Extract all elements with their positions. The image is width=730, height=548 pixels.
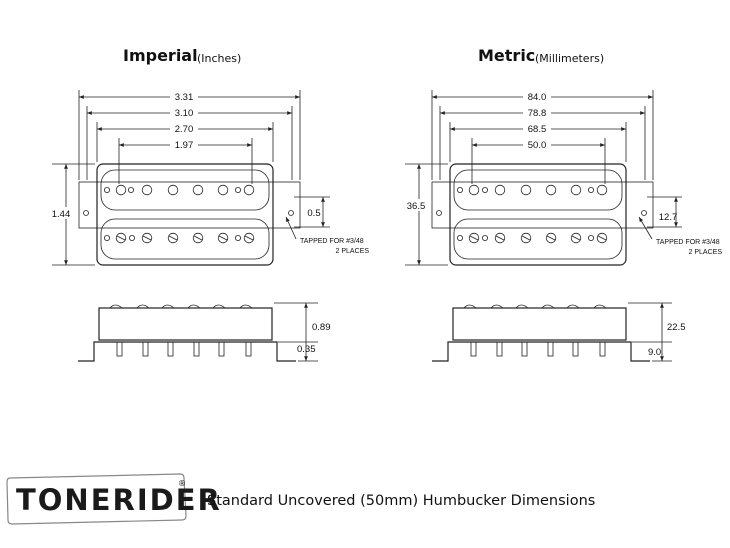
imperial-subtitle: (Inches) bbox=[197, 52, 241, 65]
imperial-title: Imperial bbox=[123, 46, 198, 65]
imperial-pole-slug bbox=[115, 184, 127, 196]
metric-screw-spacing: 12.7 bbox=[659, 212, 678, 223]
imperial-bobbin-top bbox=[100, 169, 270, 211]
metric-pole-pins bbox=[470, 341, 606, 357]
imperial-mounting-plate bbox=[78, 181, 301, 229]
imperial-side-height: 0.89 bbox=[312, 322, 331, 333]
metric-width-pole-spacing: 50.0 bbox=[528, 140, 547, 151]
metric-pole-screws bbox=[456, 232, 608, 244]
metric-pole-slug bbox=[494, 184, 506, 196]
metric-bobbin-top bbox=[453, 169, 623, 211]
imperial-mount-hole-left bbox=[83, 210, 89, 216]
imperial-width-frame: 2.70 bbox=[175, 124, 194, 135]
metric-small-hole bbox=[456, 186, 463, 193]
metric-tapped-note: TAPPED FOR #3/48 bbox=[656, 239, 720, 246]
metric-width-mount-holes: 78.8 bbox=[528, 108, 547, 119]
imperial-screw-spacing: 0.5 bbox=[307, 208, 320, 219]
metric-bobbin-bottom bbox=[453, 218, 623, 260]
metric-subtitle: (Millimeters) bbox=[535, 52, 604, 65]
metric-bobbin-body bbox=[452, 307, 627, 341]
imperial-width-overall: 3.31 bbox=[175, 92, 194, 103]
imperial-pole-slug bbox=[192, 184, 204, 196]
imperial-tapped-note-places: 2 PLACES bbox=[336, 248, 370, 255]
metric-side-view: 22.5 9.0 bbox=[432, 302, 686, 362]
tonerider-logo-icon: TONERIDER ® bbox=[6, 473, 222, 525]
metric-pole-slug bbox=[520, 184, 532, 196]
imperial-leg-height: 0.35 bbox=[297, 344, 316, 355]
imperial-width-mount-holes: 3.10 bbox=[175, 108, 194, 119]
metric-small-hole bbox=[481, 186, 488, 193]
registered-mark: ® bbox=[178, 479, 186, 488]
metric-pickup-frame bbox=[449, 163, 627, 266]
metric-mounting-plate bbox=[431, 181, 654, 229]
metric-panel: Metric (Millimeters) bbox=[403, 46, 723, 362]
imperial-bobbin-bottom bbox=[100, 218, 270, 260]
imperial-small-hole bbox=[127, 186, 134, 193]
imperial-pole-slug bbox=[167, 184, 179, 196]
metric-tapped-note-places: 2 PLACES bbox=[689, 249, 723, 256]
imperial-bobbin-body bbox=[98, 307, 273, 341]
metric-title: Metric bbox=[478, 46, 535, 65]
imperial-pole-slug bbox=[217, 184, 229, 196]
metric-baseplate bbox=[432, 341, 650, 362]
metric-pole-slug bbox=[596, 184, 608, 196]
metric-width-overall: 84.0 bbox=[528, 92, 547, 103]
imperial-width-pole-spacing: 1.97 bbox=[175, 140, 194, 151]
metric-pole-slug bbox=[468, 184, 480, 196]
metric-pole-slug bbox=[570, 184, 582, 196]
imperial-height: 1.44 bbox=[52, 209, 71, 220]
imperial-panel: Imperial (Inches) bbox=[48, 46, 370, 362]
metric-small-hole bbox=[588, 186, 595, 193]
imperial-baseplate bbox=[78, 341, 296, 362]
imperial-top-view: 3.31 3.10 2.70 1.97 1.44 0.5 TAPPED FOR bbox=[48, 90, 370, 266]
metric-width-frame: 68.5 bbox=[528, 124, 547, 135]
imperial-pole-screws bbox=[104, 232, 255, 244]
imperial-pole-slug bbox=[141, 184, 153, 196]
imperial-mount-hole-right bbox=[288, 210, 294, 216]
brand-name: TONERIDER bbox=[16, 483, 222, 517]
imperial-small-hole bbox=[234, 186, 241, 193]
metric-height: 36.5 bbox=[407, 201, 426, 212]
footer: TONERIDER ® Standard Uncovered (50mm) Hu… bbox=[6, 473, 595, 525]
imperial-side-view: 0.89 0.35 bbox=[78, 302, 331, 362]
metric-mount-hole-left bbox=[436, 210, 442, 216]
imperial-pole-slug bbox=[243, 184, 255, 196]
metric-mount-hole-right bbox=[641, 210, 647, 216]
imperial-small-hole bbox=[104, 186, 111, 193]
metric-top-view: 84.0 78.8 68.5 50.0 36.5 12.7 TAPPED FOR… bbox=[403, 90, 723, 266]
metric-side-height: 22.5 bbox=[667, 322, 686, 333]
imperial-pole-pins bbox=[116, 341, 252, 357]
metric-leg-height: 9.0 bbox=[648, 347, 661, 358]
metric-pole-slug bbox=[545, 184, 557, 196]
footer-caption: Standard Uncovered (50mm) Humbucker Dime… bbox=[207, 493, 595, 509]
imperial-tapped-note: TAPPED FOR #3/48 bbox=[300, 238, 364, 245]
imperial-pickup-frame bbox=[96, 163, 274, 266]
